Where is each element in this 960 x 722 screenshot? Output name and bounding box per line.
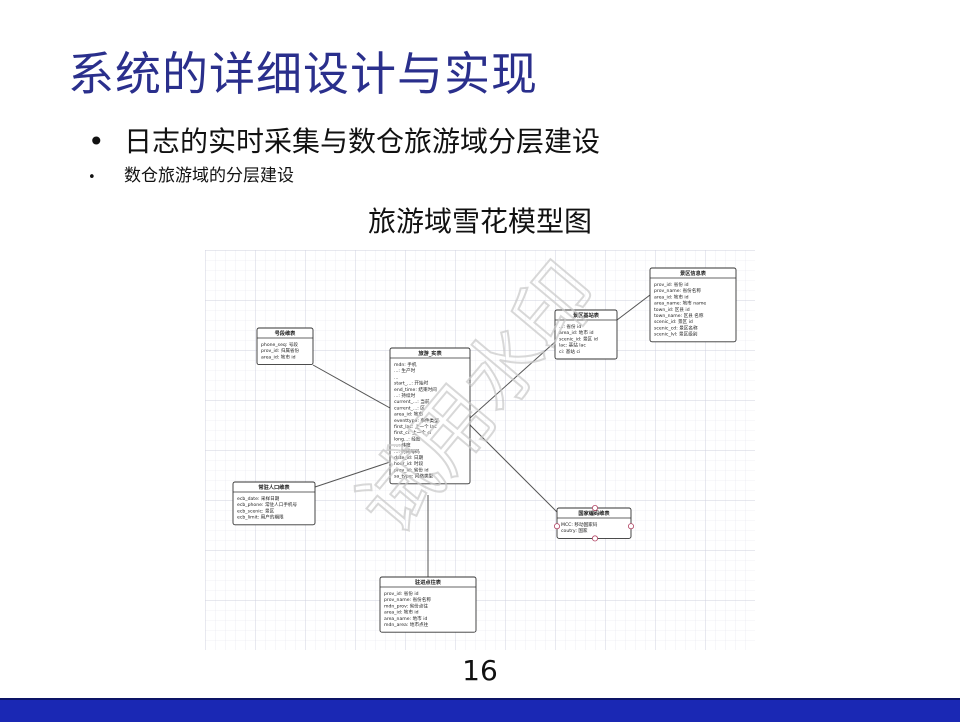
table-field: prov_name: 省份名称 (384, 596, 431, 603)
table-title: 号段维表 (275, 329, 297, 337)
table-field: start_...: 开始时 (394, 380, 429, 387)
table-field: ...: 生产时 (394, 367, 416, 374)
relation-line (312, 364, 391, 409)
table-field: scenic_id: 景区 id (654, 319, 693, 325)
table-field: prov_id: 省份 id (394, 466, 429, 473)
table-field: lac: 基站 lac (559, 342, 586, 349)
table-field: prov_id: 省份 id (384, 590, 419, 597)
table-field: area_id: 地市 (394, 411, 423, 418)
diagram-caption: 旅游域雪花模型图 (367, 205, 592, 238)
table-field: ...: 纬度 (394, 442, 411, 449)
table-field: mdn_prov: 省份点往 (384, 602, 428, 609)
table-field: town_name: 区县 名称 (654, 312, 704, 319)
table-field: area_id: 地市 id (654, 293, 689, 300)
bullet-text: 数仓旅游域的分层建设 (124, 166, 294, 186)
table-field: area_id: 地市 id (559, 329, 594, 336)
table-title: 旅游_实表 (417, 349, 442, 357)
table-title: 驻进点往表 (415, 578, 442, 586)
table-field: area_name: 地市 name (654, 300, 706, 307)
connector-handle (591, 535, 598, 542)
table-field: ci: 基站 ci (559, 348, 580, 355)
slide-title: 系统的详细设计与实现 (68, 47, 538, 101)
table-field: first_ci: 上一个 ci (394, 429, 431, 436)
table-field: current_...: 区 (394, 405, 425, 411)
table-field: ...: 省份 id (559, 323, 581, 330)
table-field: prov_id: 归属省份 (261, 347, 300, 354)
table-title: 常驻人口维表 (258, 483, 290, 491)
relation-line (616, 294, 651, 321)
bullet-dot: • (88, 125, 105, 158)
table-field: ...: 时间号码 (394, 448, 420, 455)
table-field: coutry: 国家 (561, 527, 588, 534)
bullet-dot: • (88, 170, 96, 185)
table-title: 景区信息表 (679, 269, 707, 277)
table-box (389, 347, 471, 485)
bullet-text: 日志的实时采集与数仓旅游域分层建设 (124, 125, 601, 158)
table-box (232, 481, 316, 526)
table-field: hour_id: 时段 (394, 460, 424, 467)
connector-handle (553, 523, 560, 530)
table-field: scenic_id: 景区 id (559, 336, 598, 342)
table-field: date_id: 日期 (394, 455, 423, 461)
footer-bar (0, 698, 960, 722)
table-field: long...: 经度 (394, 435, 421, 442)
page-number: 16 (462, 654, 498, 687)
table-field: area_id: 地市 id (261, 353, 296, 360)
table-field: scenic_lvl: 景区级别 (654, 331, 698, 338)
table-field: scenic_cd: 景区名称 (654, 324, 698, 331)
connector-handle (591, 504, 598, 511)
table-field: ecb_limit: 用户的期限 (237, 514, 284, 521)
table-field: current_...: 当前 (394, 398, 430, 405)
table-box (554, 309, 618, 360)
relation-line (469, 424, 561, 516)
table-field: area_name: 地市 id (384, 615, 428, 622)
table-field: ... (394, 375, 398, 380)
table-field: ...: 持续时 (394, 392, 416, 399)
table-field: mdn_area: 地市点往 (384, 621, 429, 628)
table-field: prov_id: 省份 id (654, 281, 689, 288)
table-field: ecb_scenic: 景区 (237, 508, 275, 514)
table-field: eventtype: 事件类型 (394, 417, 439, 424)
table-box (256, 327, 314, 366)
table-field: sa_type: 网络类型 (394, 473, 434, 480)
relation-lines (312, 294, 651, 577)
bullet-level-2: • 数仓旅游域的分层建设 (88, 161, 294, 186)
table-field: MCC: 移动国家码 (561, 521, 598, 528)
table-field: ecb_date: 采样日期 (237, 495, 280, 502)
table-field: ecb_phone: 常驻人口手机号 (237, 501, 298, 508)
table-box (649, 267, 737, 343)
table-field: town_id: 区县 id (654, 307, 690, 313)
bullet-level-1: • 日志的实时采集与数仓旅游域分层建设 (88, 120, 600, 160)
relation-line (314, 461, 391, 488)
relation-line (469, 341, 556, 419)
table-field: end_time: 结束时间 (394, 386, 437, 393)
table-field: phone_seq: 号段 (261, 341, 298, 348)
table-box (379, 576, 477, 633)
table-title: 景区基站表 (572, 311, 600, 319)
table-title: 国家编码维表 (578, 509, 610, 517)
table-field: area_id: 地市 id (384, 609, 419, 616)
table-field: first_lac: 上一个 lac (394, 423, 437, 430)
table-field: mdn: 手机 (394, 361, 417, 368)
connector-handle (627, 523, 634, 530)
table-field: prov_name: 省份名称 (654, 287, 701, 294)
